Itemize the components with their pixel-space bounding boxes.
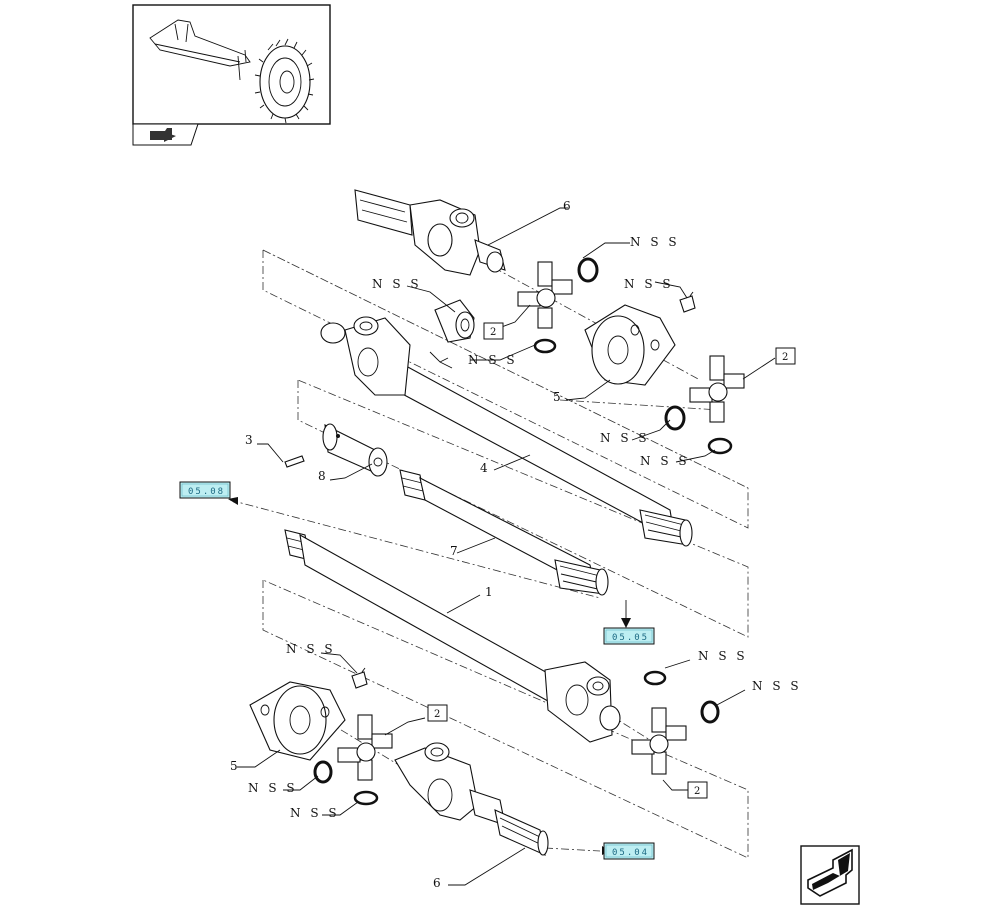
bearing-cup-1[interactable]	[429, 299, 475, 369]
ref-link-05-08[interactable]: 05.08	[179, 481, 231, 499]
folder-arrow-icon[interactable]	[150, 128, 176, 142]
snap-ring-2[interactable]	[533, 338, 557, 354]
label-nss-11: N S S	[290, 806, 340, 820]
shaft-7[interactable]	[399, 469, 609, 596]
label-4: 4	[480, 461, 488, 475]
box-label-2-d: 2	[687, 781, 708, 799]
snap-ring-5[interactable]	[643, 670, 667, 686]
coupling-sleeve-8[interactable]	[322, 423, 388, 477]
label-6-top: 6	[563, 199, 571, 213]
label-7: 7	[450, 544, 458, 558]
label-nss-8: N S S	[698, 649, 748, 663]
snap-ring-3[interactable]	[664, 405, 686, 431]
group-1-boundary	[262, 579, 749, 859]
flange-5-lower[interactable]	[249, 681, 346, 761]
svg-text:05.05: 05.05	[612, 633, 649, 643]
leader-lines	[228, 207, 776, 886]
label-nss-10: N S S	[248, 781, 298, 795]
label-nss-6: N S S	[640, 454, 690, 468]
shaft-4[interactable]	[320, 316, 693, 547]
label-nss-4: N S S	[468, 353, 518, 367]
grease-fitting-lower[interactable]	[351, 667, 368, 689]
svg-text:2: 2	[694, 786, 700, 797]
cross-journal-lower-left[interactable]	[337, 714, 393, 781]
thumbnail-locator[interactable]	[132, 4, 331, 146]
grease-fitting-upper[interactable]	[679, 291, 696, 313]
label-8: 8	[318, 469, 326, 483]
box-label-2-a: 2	[483, 322, 504, 340]
group-7-boundary	[297, 379, 749, 638]
label-5-upper: 5	[553, 390, 561, 404]
next-page-arrow-icon[interactable]	[800, 845, 860, 905]
label-nss-2: N S S	[372, 277, 422, 291]
svg-text:05.08: 05.08	[188, 487, 225, 497]
ref-link-05-04[interactable]: 05.04	[603, 842, 655, 860]
box-label-2-c: 2	[427, 704, 448, 722]
label-1: 1	[485, 585, 493, 599]
cross-journal-upper[interactable]	[517, 261, 573, 329]
snap-ring-8[interactable]	[353, 790, 379, 806]
label-nss-9: N S S	[752, 679, 802, 693]
yoke-6-top[interactable]	[354, 189, 506, 276]
svg-text:2: 2	[782, 352, 788, 363]
roll-pin-3[interactable]	[284, 455, 305, 468]
svg-text:2: 2	[434, 709, 440, 720]
cross-journal-lower-right[interactable]	[631, 707, 687, 775]
label-nss-5: N S S	[600, 431, 650, 445]
group-4-boundary	[262, 249, 749, 529]
label-5-lower: 5	[230, 759, 238, 773]
label-nss-7: N S S	[286, 642, 336, 656]
snap-ring-7[interactable]	[313, 760, 333, 784]
yoke-6-bottom[interactable]	[394, 742, 549, 856]
label-nss-1: N S S	[630, 235, 680, 249]
snap-ring-4[interactable]	[707, 437, 733, 455]
label-nss-3: N S S	[624, 277, 674, 291]
tractor-wheel-thumbnail-icon	[149, 19, 315, 124]
svg-text:2: 2	[490, 327, 496, 338]
label-3: 3	[245, 433, 253, 447]
ref-link-05-05[interactable]: 05.05	[603, 627, 655, 645]
snap-ring-6[interactable]	[700, 700, 720, 724]
flange-5-upper[interactable]	[584, 304, 676, 386]
svg-text:05.04: 05.04	[612, 848, 649, 858]
cross-journal-upper-right[interactable]	[689, 355, 745, 423]
snap-ring-1[interactable]	[577, 257, 599, 283]
label-6-bottom: 6	[433, 876, 441, 890]
shaft-1[interactable]	[284, 529, 621, 743]
box-label-2-b: 2	[775, 347, 796, 365]
